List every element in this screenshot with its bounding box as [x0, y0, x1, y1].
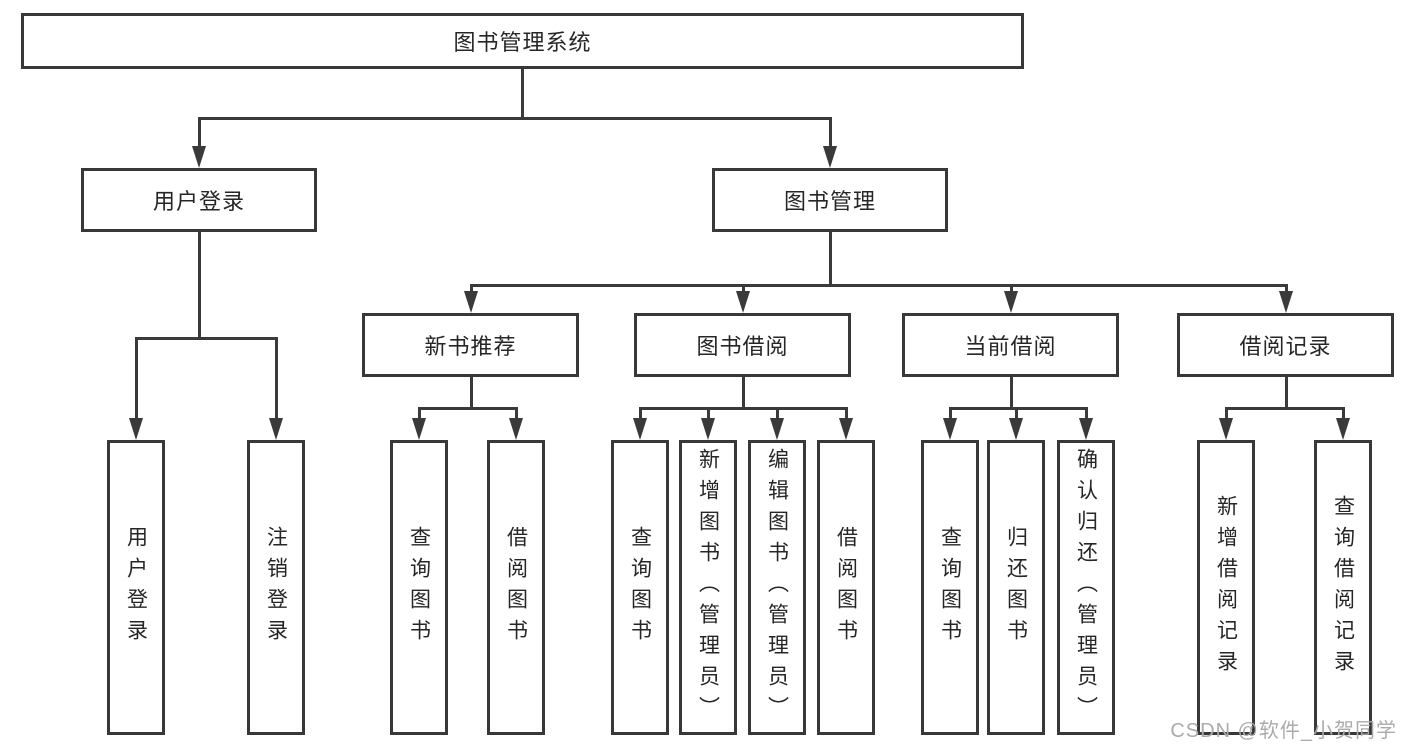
- branch-node-book-management: 图书管理: [712, 168, 948, 232]
- leaf-node-edit-books-admin: 编辑图书（管理员）: [748, 440, 806, 735]
- leaf-node-add-books-admin: 新增图书（管理员）: [679, 440, 737, 735]
- csdn-watermark: CSDN @软件_小贺同学: [1170, 720, 1397, 742]
- connector-book-management-bar: [470, 284, 1288, 287]
- connector-current-bar: [949, 407, 1088, 410]
- leaf-node-query-books-current: 查询图书: [921, 440, 979, 735]
- connector-book-management-drop: [829, 232, 832, 286]
- arrow-down-icon: [736, 291, 750, 313]
- connector-to-leaf-logout: [275, 337, 278, 421]
- leaf-node-confirm-return-admin: 确认归还（管理员）: [1057, 440, 1115, 735]
- section-node-borrowing-records: 借阅记录: [1177, 313, 1394, 377]
- arrow-down-icon: [633, 418, 647, 440]
- connector-stub: [418, 407, 421, 421]
- connector-recommend-bar: [418, 407, 518, 410]
- arrow-down-icon: [1004, 291, 1018, 313]
- leaf-node-user-login: 用户登录: [107, 440, 165, 735]
- arrow-down-icon: [192, 146, 206, 168]
- connector-records-bar: [1225, 407, 1344, 410]
- arrow-down-icon: [509, 418, 523, 440]
- arrow-down-icon: [770, 418, 784, 440]
- connector-records-drop: [1285, 377, 1288, 409]
- section-node-current-borrowing: 当前借阅: [902, 313, 1119, 377]
- connector-user-login-bar: [135, 337, 278, 340]
- connector-to-section-records: [1285, 284, 1288, 294]
- connector-recommend-drop: [470, 377, 473, 409]
- leaf-node-query-books-recommend: 查询图书: [390, 440, 448, 735]
- root-node-library-management-system: 图书管理系统: [21, 13, 1024, 69]
- connector-stub: [1225, 407, 1228, 421]
- connector-current-drop: [1010, 377, 1013, 409]
- arrow-down-icon: [464, 291, 478, 313]
- arrow-down-icon: [701, 418, 715, 440]
- arrow-down-icon: [1079, 418, 1093, 440]
- connector-user-login-drop: [198, 232, 201, 339]
- arrow-down-icon: [1279, 291, 1293, 313]
- connector-stub: [515, 407, 518, 421]
- connector-stub: [1085, 407, 1088, 421]
- arrow-down-icon: [412, 418, 426, 440]
- connector-to-section-current: [1010, 284, 1013, 294]
- connector-root-bar: [198, 117, 832, 120]
- branch-node-user-login: 用户登录: [81, 168, 317, 232]
- connector-to-section-recommend: [470, 284, 473, 294]
- leaf-node-query-books-borrowing: 查询图书: [611, 440, 669, 735]
- arrow-down-icon: [839, 418, 853, 440]
- arrow-down-icon: [823, 146, 837, 168]
- arrow-down-icon: [269, 418, 283, 440]
- connector-borrowing-drop: [742, 377, 745, 409]
- leaf-node-borrow-books-recommend: 借阅图书: [487, 440, 545, 735]
- section-node-new-book-recommendation: 新书推荐: [362, 313, 579, 377]
- connector-root-to-user-login: [198, 117, 201, 149]
- connector-stub: [845, 407, 848, 421]
- arrow-down-icon: [1219, 418, 1233, 440]
- leaf-node-query-borrow-record: 查询借阅记录: [1314, 440, 1372, 735]
- connector-root-to-book-management: [829, 117, 832, 149]
- connector-root-drop: [521, 69, 524, 118]
- connector-stub: [949, 407, 952, 421]
- connector-stub: [1015, 407, 1018, 421]
- leaf-node-borrow-books: 借阅图书: [817, 440, 875, 735]
- arrow-down-icon: [1336, 418, 1350, 440]
- leaf-node-return-books: 归还图书: [987, 440, 1045, 735]
- leaf-node-add-borrow-record: 新增借阅记录: [1197, 440, 1255, 735]
- arrow-down-icon: [943, 418, 957, 440]
- arrow-down-icon: [129, 418, 143, 440]
- connector-stub: [639, 407, 642, 421]
- connector-to-section-borrowing: [742, 284, 745, 294]
- leaf-node-logout: 注销登录: [247, 440, 305, 735]
- connector-stub: [707, 407, 710, 421]
- connector-stub: [1342, 407, 1345, 421]
- connector-to-leaf-login: [135, 337, 138, 421]
- section-node-book-borrowing: 图书借阅: [634, 313, 851, 377]
- connector-borrowing-bar: [639, 407, 847, 410]
- connector-stub: [776, 407, 779, 421]
- arrow-down-icon: [1009, 418, 1023, 440]
